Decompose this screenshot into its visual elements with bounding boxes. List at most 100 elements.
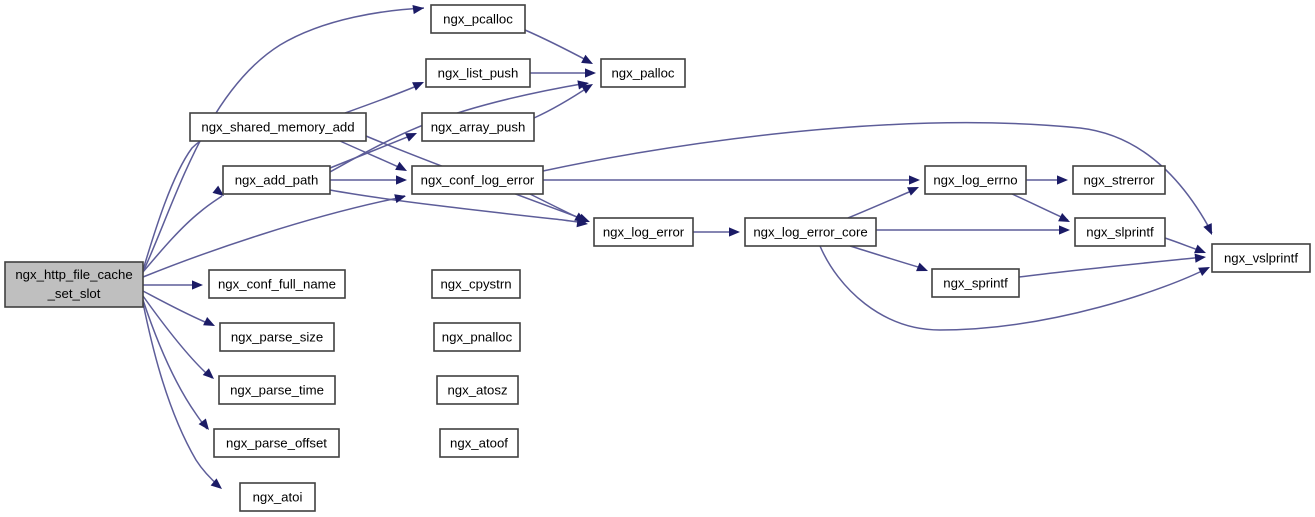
arrowhead bbox=[198, 418, 209, 430]
arrowhead bbox=[585, 68, 596, 78]
nodes-layer: ngx_http_file_cache_set_slot ngx_shared_m… bbox=[4, 4, 1311, 512]
node-box-parse_time[interactable] bbox=[218, 375, 336, 405]
node-box-log_error[interactable] bbox=[593, 217, 694, 247]
node-label-atoof: ngx_atoof bbox=[450, 435, 508, 450]
node-box-atoi[interactable] bbox=[239, 482, 316, 512]
node-box-parse_offset[interactable] bbox=[213, 428, 340, 458]
node-atosz[interactable]: ngx_atosz bbox=[436, 375, 519, 405]
node-add_path[interactable]: ngx_add_path bbox=[222, 165, 331, 195]
node-label-conf_log_error: ngx_conf_log_error bbox=[421, 172, 535, 187]
node-label-parse_time: ngx_parse_time bbox=[230, 382, 324, 397]
node-box-log_errno[interactable] bbox=[924, 165, 1027, 195]
arrowhead bbox=[909, 175, 920, 185]
node-label-strerror: ngx_strerror bbox=[1083, 172, 1155, 187]
arrowhead bbox=[1057, 175, 1068, 185]
node-box-palloc[interactable] bbox=[600, 58, 686, 88]
arrowhead bbox=[405, 133, 417, 142]
arrowhead bbox=[412, 82, 424, 91]
node-box-shared_memory_add[interactable] bbox=[189, 112, 367, 142]
node-parse_time[interactable]: ngx_parse_time bbox=[218, 375, 336, 405]
arrowhead bbox=[907, 187, 919, 196]
node-array_push[interactable]: ngx_array_push bbox=[421, 112, 535, 142]
edge-root-to-parse_size bbox=[142, 290, 214, 326]
node-shared_memory_add[interactable]: ngx_shared_memory_add bbox=[189, 112, 367, 142]
edge-log_error_core-to-log_errno bbox=[847, 188, 917, 219]
node-label-cpystrn: ngx_cpystrn bbox=[440, 276, 511, 291]
node-atoof[interactable]: ngx_atoof bbox=[439, 428, 519, 458]
arrowhead bbox=[581, 84, 593, 94]
node-pcalloc[interactable]: ngx_pcalloc bbox=[430, 4, 526, 34]
edge-sprintf-to-vslprintf bbox=[1018, 256, 1205, 278]
node-box-conf_full_name[interactable] bbox=[208, 269, 346, 299]
arrowhead bbox=[574, 212, 586, 222]
arrowhead bbox=[916, 262, 928, 272]
arrowhead bbox=[202, 368, 214, 379]
node-label-shared_memory_add: ngx_shared_memory_add bbox=[201, 119, 354, 134]
arrowhead bbox=[1194, 253, 1206, 263]
edge-shared_memory_add-to-list_push bbox=[344, 82, 423, 114]
edge-log_errno-to-slprintf bbox=[1011, 193, 1069, 221]
node-pnalloc[interactable]: ngx_pnalloc bbox=[433, 322, 521, 352]
node-slprintf[interactable]: ngx_slprintf bbox=[1074, 217, 1166, 247]
node-box-root[interactable] bbox=[4, 261, 144, 308]
node-vslprintf[interactable]: ngx_vslprintf bbox=[1211, 243, 1311, 273]
node-box-array_push[interactable] bbox=[421, 112, 535, 142]
arrowheads-layer bbox=[192, 4, 1212, 489]
node-label-array_push: ngx_array_push bbox=[431, 119, 526, 134]
node-label-atoi: ngx_atoi bbox=[253, 489, 303, 504]
arrowhead bbox=[1059, 225, 1070, 235]
arrowhead bbox=[395, 161, 407, 171]
arrowhead bbox=[581, 54, 593, 64]
node-box-pnalloc[interactable] bbox=[433, 322, 521, 352]
node-box-log_error_core[interactable] bbox=[744, 217, 877, 247]
edge-add_path-to-log_error bbox=[329, 189, 587, 224]
node-log_error[interactable]: ngx_log_error bbox=[593, 217, 694, 247]
node-list_push[interactable]: ngx_list_push bbox=[425, 58, 531, 88]
edge-log_error_core-to-vslprintf bbox=[819, 245, 1209, 331]
node-root[interactable]: ngx_http_file_cache_set_slot bbox=[4, 261, 144, 308]
node-box-list_push[interactable] bbox=[425, 58, 531, 88]
edge-conf_log_error-to-log_error bbox=[529, 193, 584, 221]
node-conf_full_name[interactable]: ngx_conf_full_name bbox=[208, 269, 346, 299]
edge-shared_memory_add-to-conf_log_error bbox=[339, 140, 406, 171]
node-strerror[interactable]: ngx_strerror bbox=[1072, 165, 1166, 195]
node-cpystrn[interactable]: ngx_cpystrn bbox=[431, 269, 521, 299]
edge-root-to-atoi bbox=[142, 302, 221, 488]
node-conf_log_error[interactable]: ngx_conf_log_error bbox=[411, 165, 544, 195]
node-parse_size[interactable]: ngx_parse_size bbox=[219, 322, 335, 352]
node-box-vslprintf[interactable] bbox=[1211, 243, 1311, 273]
arrowhead bbox=[396, 175, 407, 185]
arrowhead bbox=[412, 4, 424, 15]
node-atoi[interactable]: ngx_atoi bbox=[239, 482, 316, 512]
node-box-atoof[interactable] bbox=[439, 428, 519, 458]
node-label-sprintf: ngx_sprintf bbox=[943, 275, 1008, 290]
node-label-atosz: ngx_atosz bbox=[447, 382, 507, 397]
node-box-slprintf[interactable] bbox=[1074, 217, 1166, 247]
node-box-cpystrn[interactable] bbox=[431, 269, 521, 299]
node-box-atosz[interactable] bbox=[436, 375, 519, 405]
node-log_error_core[interactable]: ngx_log_error_core bbox=[744, 217, 877, 247]
edge-pcalloc-to-palloc bbox=[524, 29, 591, 63]
node-label-log_error: ngx_log_error bbox=[603, 224, 685, 239]
node-box-strerror[interactable] bbox=[1072, 165, 1166, 195]
edge-root-to-pcalloc bbox=[142, 7, 425, 273]
node-box-pcalloc[interactable] bbox=[430, 4, 526, 34]
node-label-add_path: ngx_add_path bbox=[235, 172, 319, 187]
arrowhead bbox=[192, 280, 203, 290]
node-log_errno[interactable]: ngx_log_errno bbox=[924, 165, 1027, 195]
node-label-pcalloc: ngx_pcalloc bbox=[443, 11, 513, 26]
node-box-conf_log_error[interactable] bbox=[411, 165, 544, 195]
node-palloc[interactable]: ngx_palloc bbox=[600, 58, 686, 88]
node-sprintf[interactable]: ngx_sprintf bbox=[931, 268, 1020, 298]
node-parse_offset[interactable]: ngx_parse_offset bbox=[213, 428, 340, 458]
edge-conf_log_error-to-vslprintf bbox=[542, 122, 1213, 234]
node-box-sprintf[interactable] bbox=[931, 268, 1020, 298]
node-label-vslprintf: ngx_vslprintf bbox=[1224, 250, 1298, 265]
node-label-parse_size: ngx_parse_size bbox=[231, 329, 323, 344]
edge-root-to-add_path bbox=[142, 195, 223, 273]
node-box-add_path[interactable] bbox=[222, 165, 331, 195]
arrowhead bbox=[210, 478, 222, 489]
node-box-parse_size[interactable] bbox=[219, 322, 335, 352]
